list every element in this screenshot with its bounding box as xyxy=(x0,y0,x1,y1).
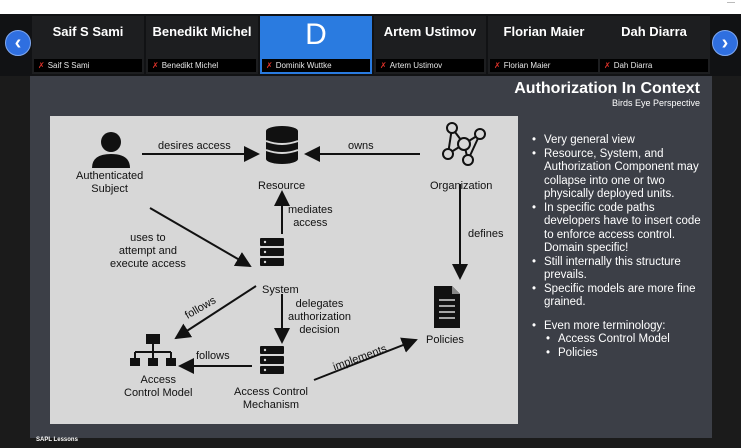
chevron-right-icon[interactable]: › xyxy=(712,30,738,56)
participant-name: Florian Maier xyxy=(503,24,585,39)
participant-name: Dah Diarra xyxy=(621,24,687,39)
mic-muted-icon: ✗ xyxy=(152,61,159,70)
footer-label: SAPL Lessons xyxy=(36,437,78,443)
document-icon xyxy=(434,286,460,328)
server-icon xyxy=(260,238,284,266)
participant-name: Artem Ustimov xyxy=(383,24,477,39)
hierarchy-icon xyxy=(130,334,176,366)
participant-caption: ✗Dah Diarra xyxy=(600,59,708,72)
participant-tile-2[interactable]: Benedikt Michel ✗Benedikt Michel xyxy=(146,16,258,74)
participant-caption: ✗Benedikt Michel xyxy=(148,59,256,72)
bullet-item: •Resource, System, and Authorization Com… xyxy=(532,147,699,201)
slide-bullet-list: •Very general view •Resource, System, an… xyxy=(530,134,710,360)
edge-follows-mechanism-label: follows xyxy=(196,350,230,362)
edge-desires-access-label: desires access xyxy=(158,140,231,152)
participant-caption: ✗Florian Maier xyxy=(490,59,598,72)
bullet-item: •Even more terminology: xyxy=(532,319,666,332)
edge-defines-label: defines xyxy=(468,228,504,240)
mic-muted-icon: ✗ xyxy=(38,61,45,70)
bullet-item: •Very general view xyxy=(532,134,635,146)
mic-muted-icon: ✗ xyxy=(494,61,501,70)
node-organization-label: Organization xyxy=(430,180,493,192)
participant-tile-4[interactable]: Artem Ustimov ✗Artem Ustimov xyxy=(374,16,486,74)
sub-bullet-item: •Policies xyxy=(546,346,598,359)
mic-muted-icon: ✗ xyxy=(604,61,611,70)
participant-tile-3-active[interactable]: D ✗Dominik Wuttke xyxy=(260,16,372,74)
bullet-item: •Specific models are more fine grained. xyxy=(532,282,696,309)
diagram-graphics xyxy=(92,122,486,381)
organization-network-icon xyxy=(442,122,486,166)
participant-tile-5[interactable]: Florian Maier ✗Florian Maier xyxy=(488,16,600,74)
sub-bullet-item: •Access Control Model xyxy=(546,333,670,345)
database-icon xyxy=(265,126,299,164)
participant-name: Benedikt Michel xyxy=(152,24,252,39)
slide-subtitle: Birds Eye Perspective xyxy=(611,98,700,108)
slide-title: Authorization In Context xyxy=(514,80,700,97)
participant-tile-6[interactable]: Dah Diarra ✗Dah Diarra xyxy=(598,16,710,74)
mechanism-server-icon xyxy=(260,346,284,374)
node-resource-label: Resource xyxy=(258,180,306,192)
shared-slide: Authorization In Context Birds Eye Persp… xyxy=(30,76,712,438)
bullet-item: •Still internally this structure prevail… xyxy=(532,255,681,282)
window-top-bar xyxy=(0,0,741,14)
participant-name: Saif S Sami xyxy=(52,24,124,39)
mic-muted-icon: ✗ xyxy=(380,61,387,70)
participant-caption: ✗Dominik Wuttke xyxy=(262,59,370,72)
node-system-label: System xyxy=(262,284,299,296)
chevron-left-icon[interactable]: ‹ xyxy=(5,30,31,56)
participant-caption: ✗Saif S Sami xyxy=(34,59,142,72)
participant-tile-1[interactable]: Saif S Sami ✗Saif S Sami xyxy=(32,16,144,74)
participant-caption: ✗Artem Ustimov xyxy=(376,59,484,72)
mic-muted-icon: ✗ xyxy=(266,61,273,70)
bullet-item: •In specific code paths developers have … xyxy=(532,201,701,255)
node-policies-label: Policies xyxy=(426,334,464,346)
avatar: D xyxy=(305,18,327,51)
minimize-icon[interactable] xyxy=(727,2,735,3)
edge-owns-label: owns xyxy=(348,140,374,152)
person-icon xyxy=(92,132,130,168)
